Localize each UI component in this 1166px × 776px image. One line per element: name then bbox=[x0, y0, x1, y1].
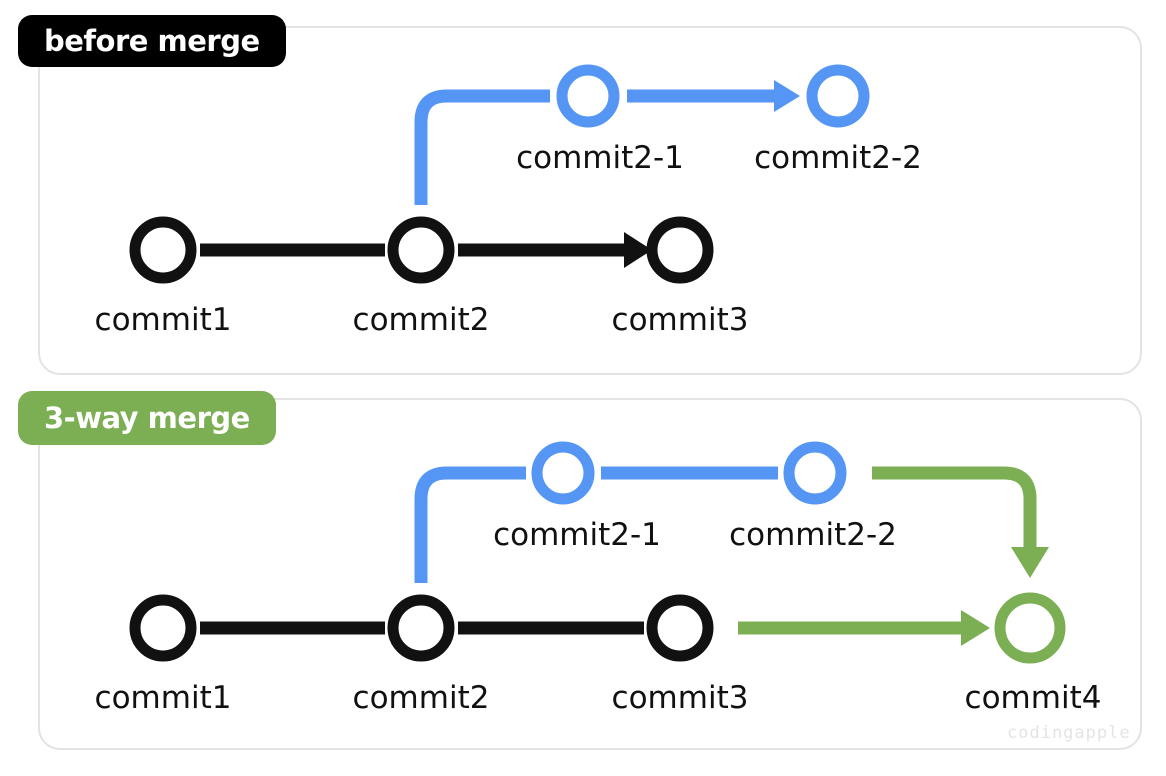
panel-three-way-merge bbox=[38, 398, 1142, 750]
watermark: codingapple bbox=[1007, 723, 1131, 743]
badge-three-way-merge: 3-way merge bbox=[18, 391, 276, 445]
panel-before-merge bbox=[38, 26, 1142, 375]
badge-before-merge: before merge bbox=[18, 15, 286, 67]
